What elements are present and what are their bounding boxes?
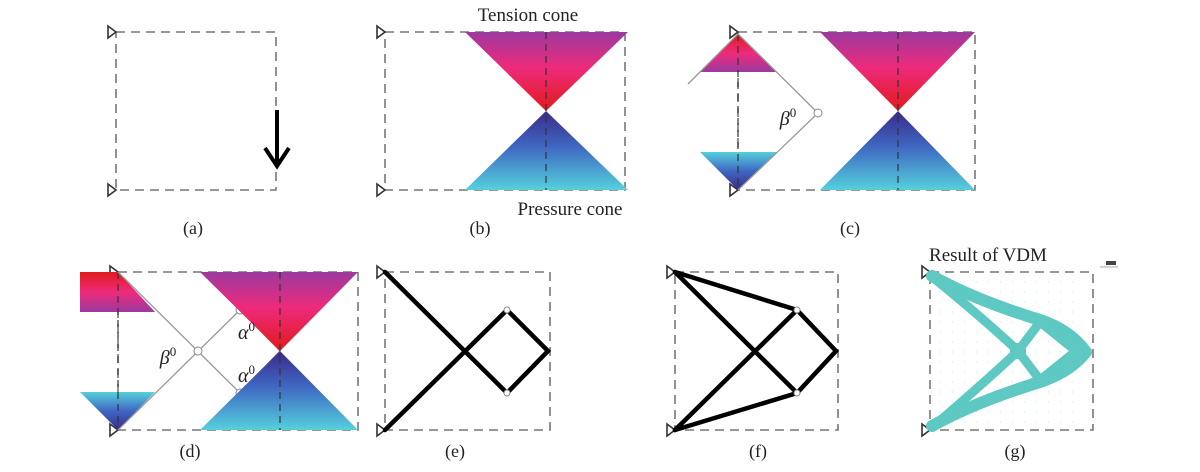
truss-member xyxy=(672,269,800,396)
pressure-cone-label: Pressure cone xyxy=(518,199,623,220)
support-icon xyxy=(729,182,740,198)
truss-member xyxy=(672,269,840,433)
panel-caption-e: (e) xyxy=(445,441,465,462)
beta-angle-label: β0 xyxy=(159,344,176,369)
support-icon xyxy=(921,422,932,438)
node xyxy=(193,346,203,356)
small-tension-cone xyxy=(80,272,155,312)
alpha-angle-label: α0 xyxy=(238,319,255,344)
panel-caption-c: (c) xyxy=(840,218,860,239)
vdm-result-title: Result of VDM xyxy=(929,245,1047,266)
pressure-cone xyxy=(200,351,358,430)
support-icon xyxy=(376,422,387,438)
mini-scale-icon xyxy=(1100,261,1118,268)
support-icon xyxy=(107,24,118,40)
panel-a: (a) xyxy=(107,24,291,239)
truss-member xyxy=(117,309,241,431)
panel-g: Result of VDM (g) xyxy=(921,245,1118,462)
tension-cone-label: Tension cone xyxy=(478,5,579,26)
support-icon xyxy=(109,422,120,438)
panel-caption-f: (f) xyxy=(749,441,767,462)
truss-member xyxy=(672,307,800,433)
panel-c: β0 (c) xyxy=(687,24,976,239)
alpha-angle-label: α0 xyxy=(238,362,255,387)
support-icon xyxy=(376,264,387,280)
node xyxy=(793,389,801,397)
beta-angle-label: β0 xyxy=(779,105,796,130)
node xyxy=(793,306,801,314)
panel-caption-a: (a) xyxy=(183,218,203,239)
truss-member xyxy=(117,271,241,394)
pressure-cone xyxy=(465,111,628,190)
tension-cone xyxy=(200,272,358,351)
pressure-cone xyxy=(820,111,975,190)
panel-caption-g: (g) xyxy=(1005,441,1026,462)
support-icon xyxy=(666,422,677,438)
support-icon xyxy=(107,182,118,198)
support-icon xyxy=(666,264,677,280)
support-icon xyxy=(729,24,740,40)
support-icon xyxy=(376,24,387,40)
panel-f: (f) xyxy=(666,264,840,462)
node xyxy=(503,389,511,397)
load-arrow-icon xyxy=(263,110,291,170)
design-domain-frame xyxy=(929,271,1094,431)
panel-caption-d: (d) xyxy=(180,441,201,462)
panel-e: (e) xyxy=(376,264,552,462)
support-icon xyxy=(376,182,387,198)
node xyxy=(503,306,511,314)
vdm-result-shape xyxy=(926,270,1092,432)
truss-member xyxy=(504,307,552,396)
truss-member xyxy=(382,269,510,396)
truss-member xyxy=(382,307,510,433)
design-domain-frame xyxy=(115,31,277,191)
panel-b: Tension cone Pressure cone (b) xyxy=(376,5,628,239)
node xyxy=(813,108,823,118)
support-icon xyxy=(921,264,932,280)
panel-d: β0 α0 α0 (d) xyxy=(80,264,359,462)
cone-edge xyxy=(687,33,739,85)
panel-caption-b: (b) xyxy=(470,218,491,239)
